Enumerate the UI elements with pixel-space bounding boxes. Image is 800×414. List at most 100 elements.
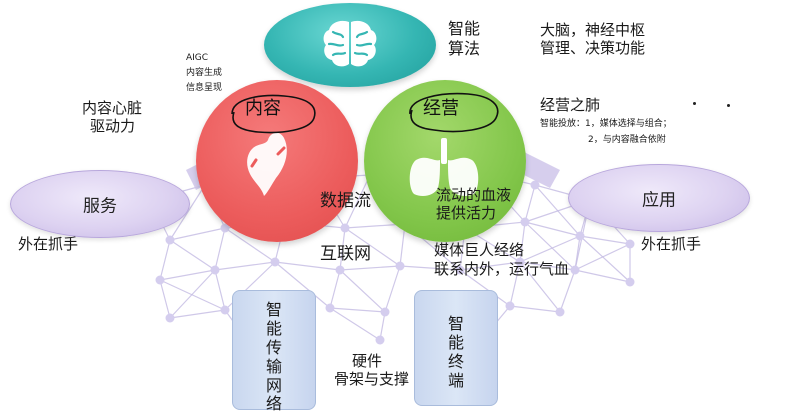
network-link <box>524 221 576 271</box>
network-link <box>574 269 631 283</box>
pillar-char: 智 <box>265 300 282 319</box>
operation-circle <box>364 80 526 242</box>
application-label: 应用 <box>642 190 676 211</box>
network-link <box>579 235 631 245</box>
operation-label-scribble <box>409 92 499 133</box>
network-node <box>520 217 530 227</box>
pillar-char: 能 <box>447 332 464 352</box>
network-node <box>395 261 405 271</box>
operation-note-2: 2，与内容融合依附 <box>588 135 666 145</box>
heart-icon <box>247 132 287 196</box>
content-note-1: 内容心脏 <box>82 99 143 117</box>
algorithm-title-1: 智能 <box>448 19 481 38</box>
pillar-char: 智 <box>447 314 464 333</box>
network-link <box>169 269 216 319</box>
network-link <box>329 307 386 313</box>
network-node <box>625 239 635 249</box>
network-link <box>159 279 226 311</box>
lungs-icon <box>409 138 479 196</box>
network-link <box>399 265 461 271</box>
network-node <box>220 305 230 315</box>
network-node <box>270 257 280 267</box>
content-note-2: 驱动力 <box>90 117 136 135</box>
network-link <box>214 261 276 271</box>
network-node <box>505 301 515 311</box>
network-link <box>169 184 206 241</box>
network-node <box>340 223 350 233</box>
network-link <box>159 269 216 281</box>
operation-label: 经营 <box>423 98 459 119</box>
network-link <box>379 311 386 341</box>
network-link <box>509 305 561 313</box>
service-caption: 外在抓手 <box>18 235 79 253</box>
pillar-char: 能 <box>265 318 282 338</box>
network-link <box>524 184 536 223</box>
network-link <box>459 261 521 271</box>
transmission-pillar: 智 能 传 输 网 络 <box>232 290 316 413</box>
pillar-char: 端 <box>447 370 464 390</box>
network-link <box>519 221 526 263</box>
network-node <box>555 307 565 317</box>
network-link <box>574 243 631 271</box>
operation-note-1: 智能投放：1，媒体选择与组合； <box>540 119 672 129</box>
stray-dot <box>693 102 696 105</box>
network-link <box>329 269 341 309</box>
stray-dot <box>727 104 730 107</box>
pillar-char: 输 <box>265 356 282 376</box>
application-oval: 应用 <box>568 164 750 232</box>
network-link <box>214 227 226 271</box>
internet-desc-1: 媒体巨人经络 <box>434 241 525 259</box>
network-node <box>575 231 585 241</box>
network-link <box>344 174 371 229</box>
network-node <box>515 257 525 267</box>
network-link <box>224 227 276 263</box>
network-link <box>459 269 511 307</box>
network-node <box>380 307 390 317</box>
dataflow-desc-1: 流动的血液 <box>436 186 512 204</box>
aigc-line-2: 内容生成 <box>186 68 223 78</box>
operation-note-title: 经营之肺 <box>540 96 601 114</box>
aigc-line-3: 信息呈现 <box>186 83 223 93</box>
network-node <box>210 265 220 275</box>
network-link <box>574 235 581 271</box>
network-link <box>579 235 631 283</box>
network-node <box>155 275 165 285</box>
pillar-char: 网 <box>265 375 282 395</box>
network-node <box>530 180 540 190</box>
content-label: 内容 <box>245 98 281 119</box>
hardware-label: 硬件 <box>352 352 383 370</box>
network-link <box>339 227 346 271</box>
content-circle <box>196 80 358 242</box>
network-link <box>509 261 521 307</box>
network-node <box>220 223 230 233</box>
network-node <box>570 265 580 275</box>
algorithm-desc-2: 管理、决策功能 <box>540 39 646 57</box>
network-link <box>329 307 381 341</box>
network-node <box>625 277 635 287</box>
pillar-char: 终 <box>447 351 464 371</box>
network-link <box>169 227 226 241</box>
network-node <box>325 303 335 313</box>
network-link <box>559 269 576 313</box>
content-label-scribble <box>231 94 316 134</box>
terminal-pillar-text: 智 能 终 端 <box>415 314 497 391</box>
network-link <box>339 269 386 313</box>
network-link <box>384 265 401 313</box>
brain-icon <box>323 20 377 67</box>
algorithm-desc-1: 大脑，神经中枢 <box>540 21 646 39</box>
network-node <box>375 335 385 345</box>
network-node <box>165 313 175 323</box>
network-link <box>214 269 226 311</box>
network-link <box>169 309 226 319</box>
network-link <box>159 279 171 319</box>
network-link <box>344 227 401 267</box>
network-link <box>339 265 401 271</box>
hardware-desc: 骨架与支撑 <box>334 370 410 388</box>
dataflow-label: 数据流 <box>320 191 371 211</box>
network-link <box>274 261 331 309</box>
network-link <box>274 261 341 271</box>
network-node <box>335 265 345 275</box>
network-link <box>519 235 581 263</box>
